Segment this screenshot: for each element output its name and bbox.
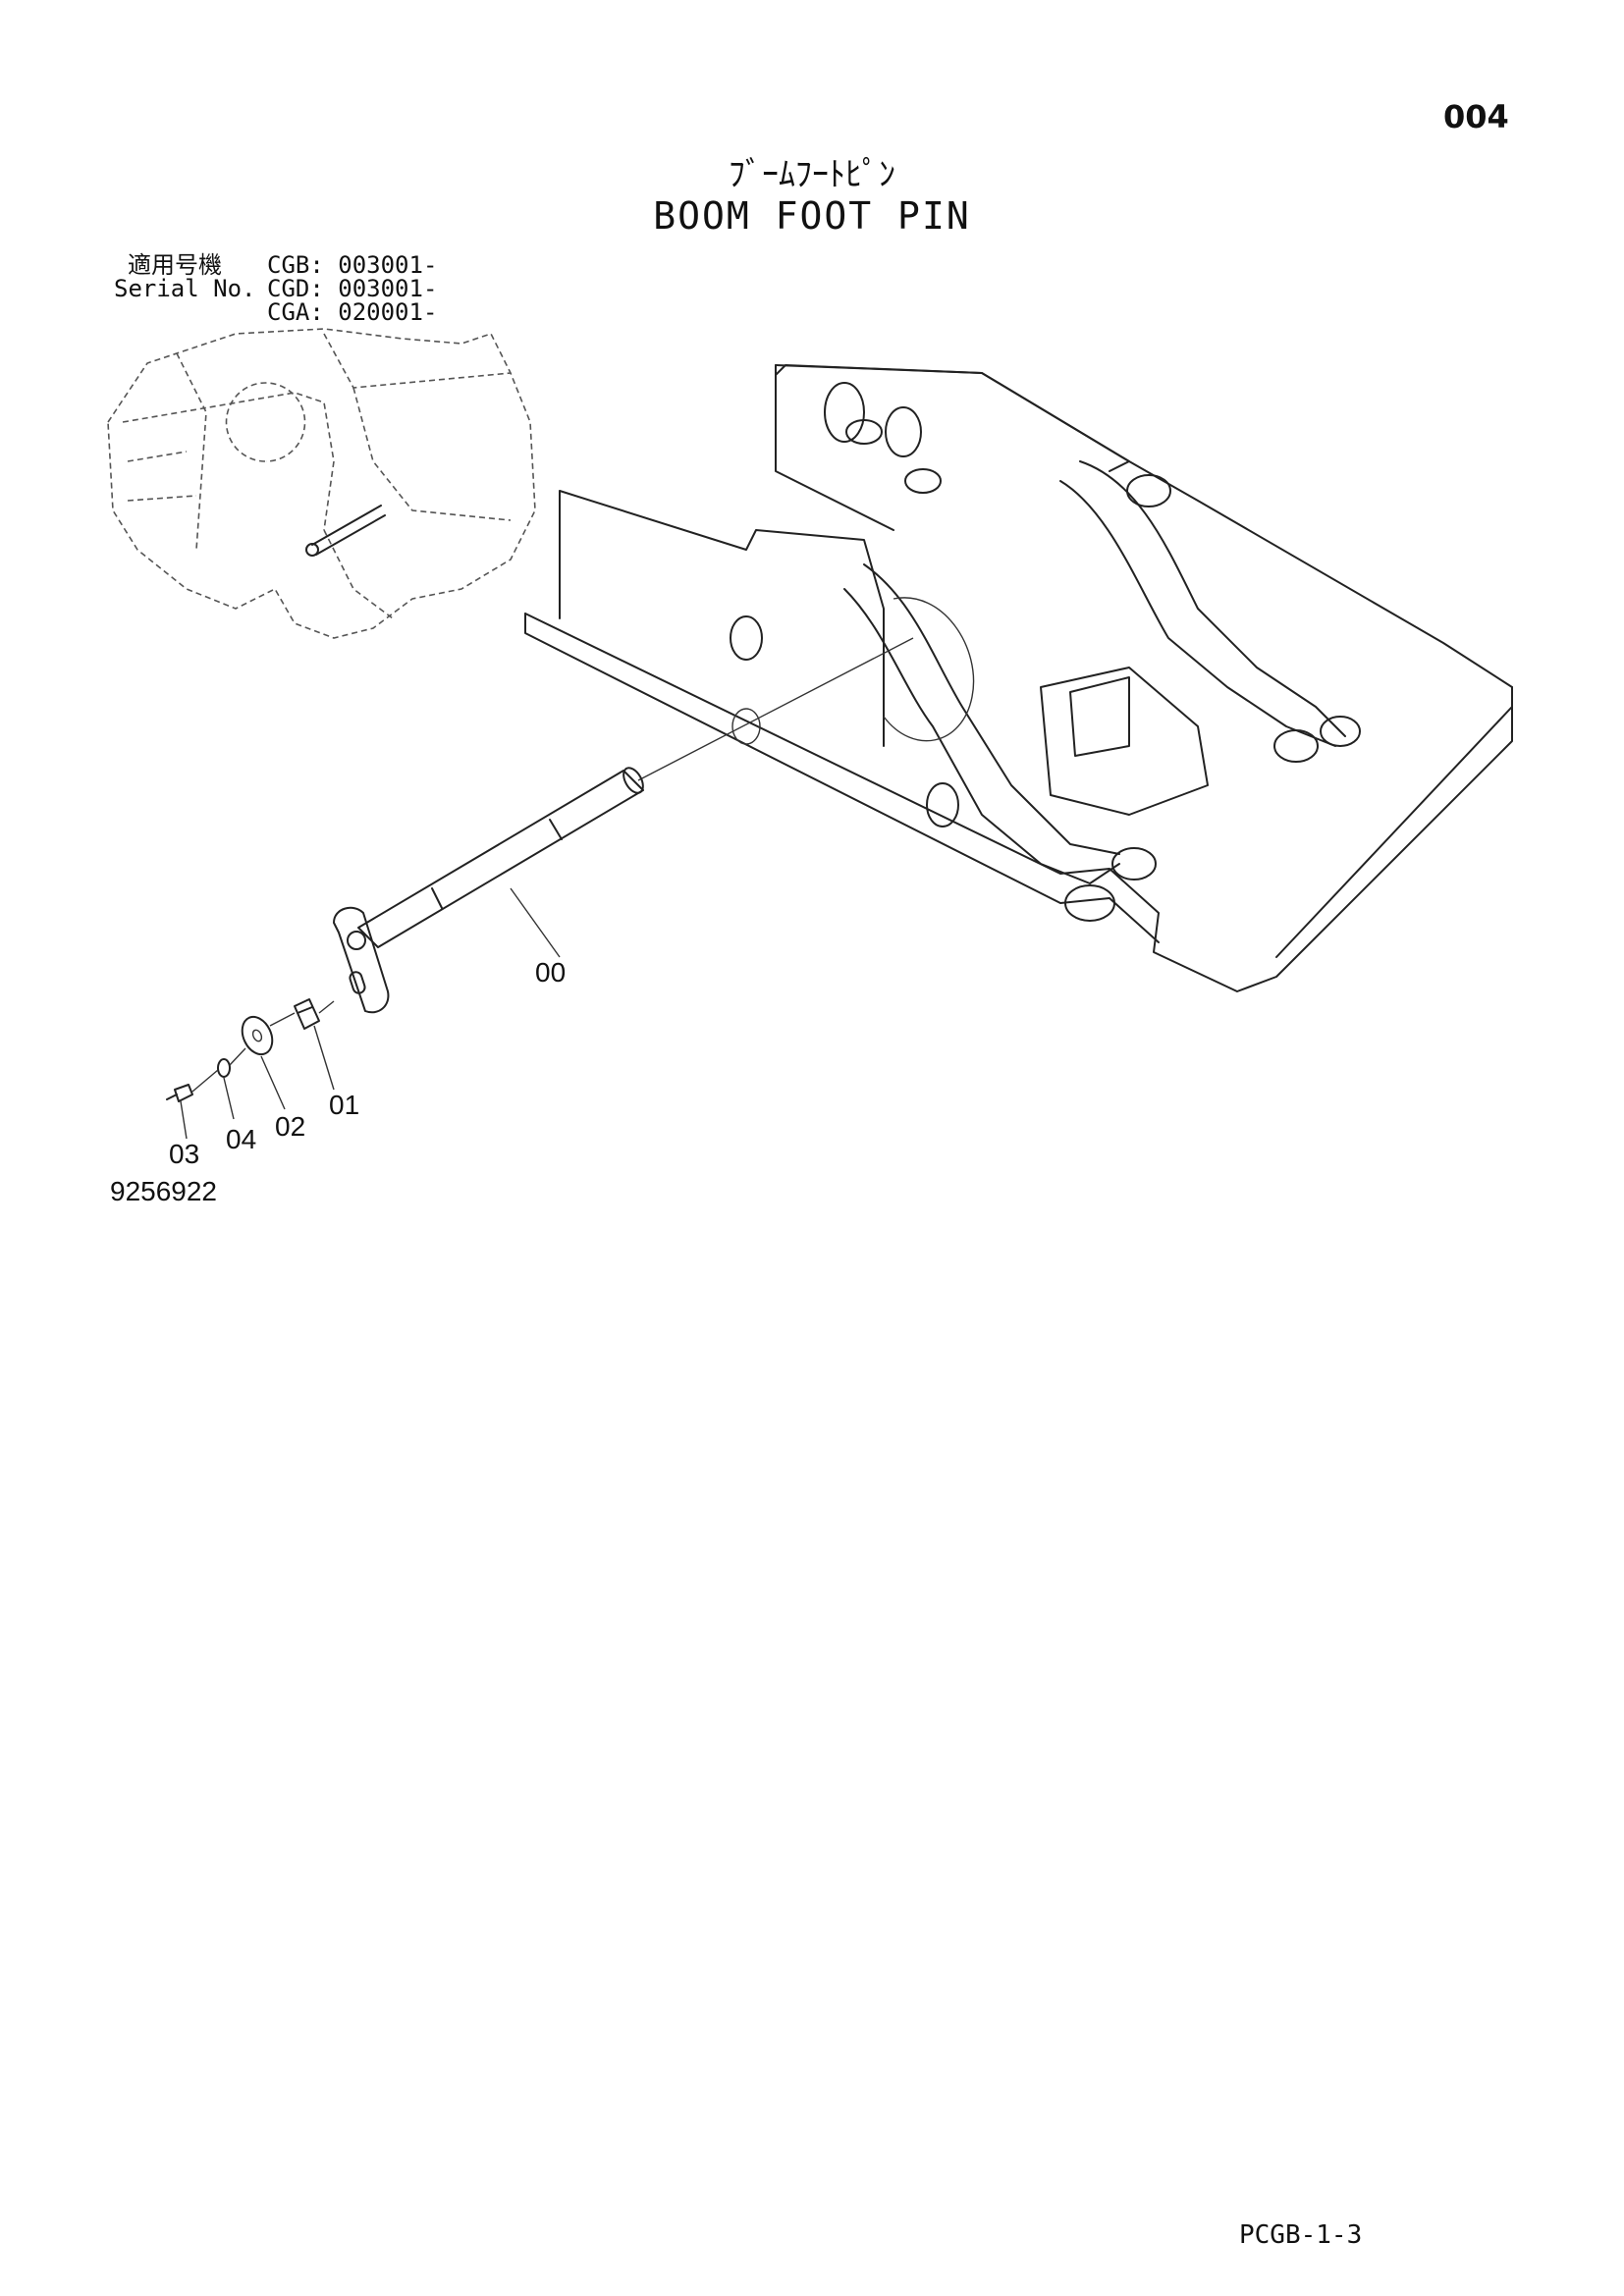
drawing-number: 9256922 xyxy=(110,1176,218,1206)
title-english: BOOM FOOT PIN xyxy=(653,194,971,238)
serial-label-japanese: 適用号機 xyxy=(128,251,222,279)
pin-center-line xyxy=(637,637,914,781)
serial-entry-cga: CGA: 020001- xyxy=(267,298,438,326)
pin-fasteners xyxy=(166,998,335,1102)
callout-04: 04 xyxy=(226,1124,257,1154)
title-japanese: ﾌﾞｰﾑﾌｰﾄﾋﾟﾝ xyxy=(729,155,895,194)
page-number: 004 xyxy=(1443,98,1509,135)
callout-01: 01 xyxy=(329,1090,360,1120)
serial-entry-cgd: CGD: 003001- xyxy=(267,275,438,302)
excavator-location-thumbnail xyxy=(107,328,536,639)
callout-03: 03 xyxy=(169,1139,200,1169)
upper-frame-structure xyxy=(524,364,1513,992)
callout-02: 02 xyxy=(275,1111,306,1142)
callout-00: 00 xyxy=(535,957,567,988)
sheet-reference: PCGB-1-3 xyxy=(1239,2220,1363,2250)
serial-label-english: Serial No. xyxy=(114,275,256,302)
boom-foot-pin xyxy=(333,767,644,1014)
serial-entry-cgb: CGB: 003001- xyxy=(267,251,438,279)
leader-lines xyxy=(180,887,561,1140)
